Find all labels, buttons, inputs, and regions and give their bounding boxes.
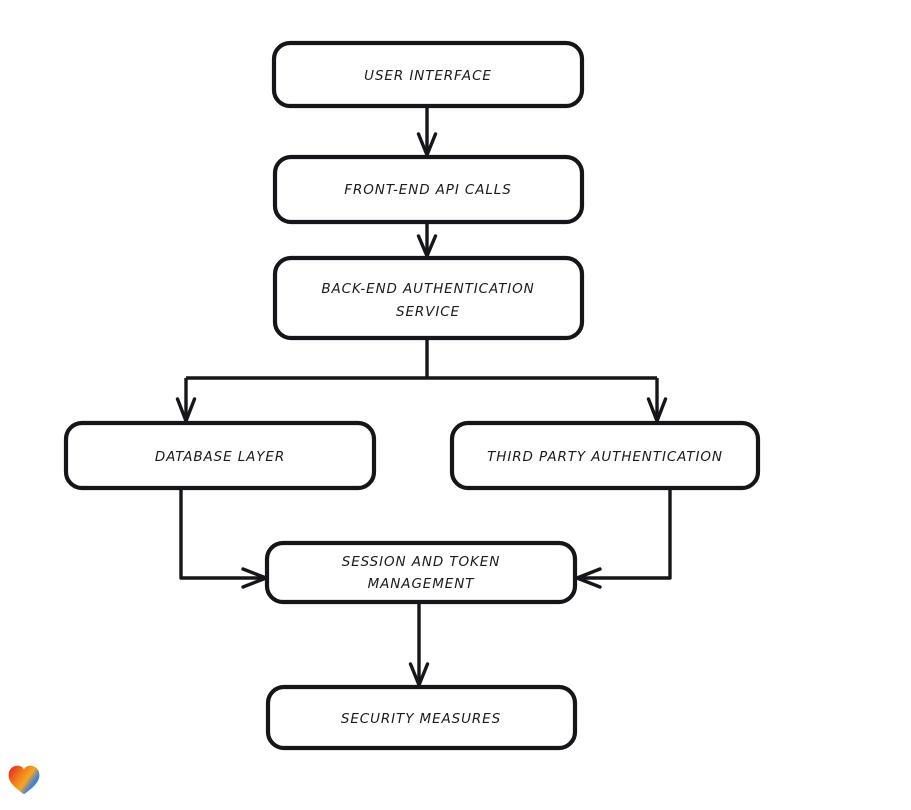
node-layer: USER INTERFACE FRONT-END API CALLS BACK-… [63,40,761,751]
node-box-database-layer[interactable] [63,420,377,491]
node-box-front-end-api-calls[interactable] [272,154,585,225]
node-box-back-end-authentication-service[interactable] [272,255,585,341]
node-label-back-end-authentication-service-line2: SERVICE [396,304,460,320]
node-box-user-interface[interactable] [271,40,585,109]
node-label-front-end-api-calls: FRONT-END API CALLS [344,182,511,198]
node-back-end-authentication-service[interactable]: BACK-END AUTHENTICATION SERVICE [272,255,585,341]
node-database-layer[interactable]: DATABASE LAYER [63,420,377,491]
edge-backend-to-database [175,378,197,423]
node-box-session-and-token-management[interactable] [264,540,578,605]
node-label-third-party-authentication: THIRD PARTY AUTHENTICATION [487,449,723,465]
node-security-measures[interactable]: SECURITY MEASURES [265,684,578,751]
node-label-security-measures: SECURITY MEASURES [341,711,501,727]
edge-thirdparty-to-session [575,488,672,589]
edge-session-to-security [408,602,430,687]
heart-icon [8,765,40,795]
node-session-and-token-management[interactable]: SESSION AND TOKEN MANAGEMENT [264,540,578,605]
node-label-session-and-token-management-line1: SESSION AND TOKEN [342,554,500,570]
edge-backend-to-thirdparty [646,378,668,423]
node-label-session-and-token-management-line2: MANAGEMENT [368,576,476,592]
node-label-back-end-authentication-service-line1: BACK-END AUTHENTICATION [321,281,534,297]
edge-frontend-to-backend [416,222,438,258]
node-label-database-layer: DATABASE LAYER [155,449,285,465]
node-label-user-interface: USER INTERFACE [364,68,492,84]
node-box-third-party-authentication[interactable] [449,420,761,491]
node-third-party-authentication[interactable]: THIRD PARTY AUTHENTICATION [449,420,761,491]
edge-database-to-session [179,488,268,589]
edge-ui-to-frontend [416,106,438,157]
edge-backend-split-bus [186,338,657,380]
node-user-interface[interactable]: USER INTERFACE [271,40,585,109]
node-box-security-measures[interactable] [265,684,578,751]
node-front-end-api-calls[interactable]: FRONT-END API CALLS [272,154,585,225]
